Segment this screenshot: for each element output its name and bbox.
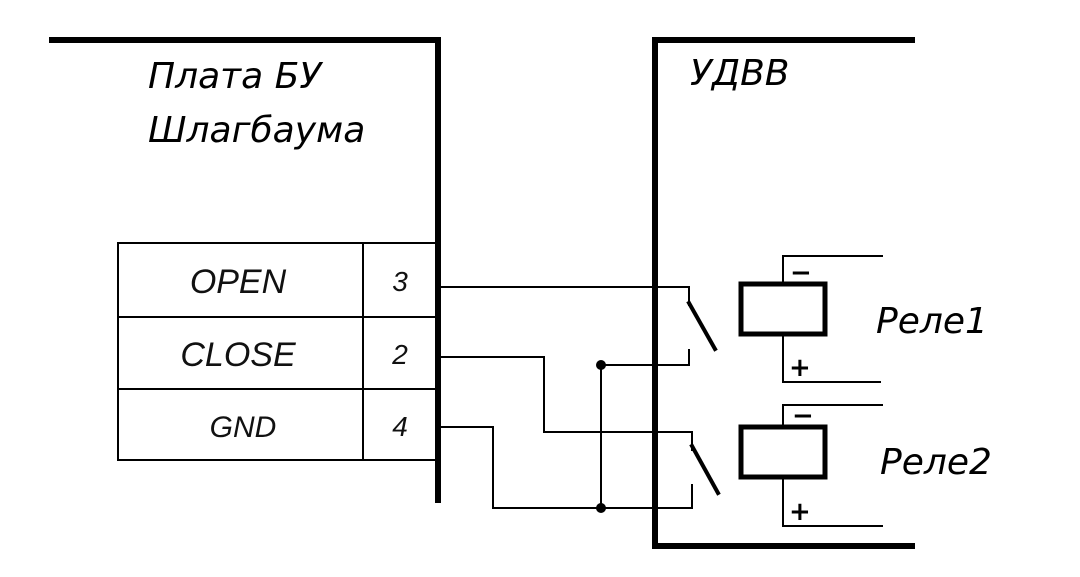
relay2-coil — [738, 424, 828, 480]
relay1-coil-minus-lead — [782, 255, 883, 285]
terminal-signal-gnd: GND — [210, 411, 277, 444]
wire-gnd — [440, 426, 693, 509]
terminal-signal-close: CLOSE — [180, 336, 296, 374]
relay1-coil-plus-lead — [782, 333, 881, 383]
relay2-coil-minus-lead — [782, 404, 883, 428]
left-block-title-line2: Шлагбаума — [148, 110, 365, 151]
junction-dot — [596, 360, 606, 370]
relay2-label: Реле2 — [880, 442, 992, 483]
right-block-title: УДВВ — [690, 53, 789, 94]
relay2-plus-sign: + — [789, 497, 811, 527]
wire-open — [440, 286, 690, 306]
wire-relay1-common — [600, 349, 690, 366]
terminal-pin-gnd: 4 — [392, 411, 408, 442]
relay2-minus-sign: − — [792, 401, 814, 431]
left-block-title-line1: Плата БУ — [148, 56, 323, 97]
relay1-switch-contact — [686, 300, 718, 352]
relay1-plus-sign: + — [789, 353, 811, 383]
terminal-table — [117, 242, 437, 461]
relay1-minus-sign: − — [790, 258, 812, 288]
relay2-coil-plus-lead — [782, 476, 883, 527]
junction-dot — [596, 503, 606, 513]
terminal-signal-open: OPEN — [190, 263, 287, 301]
relay1-coil — [738, 281, 828, 337]
relay1-label: Реле1 — [876, 301, 988, 342]
terminal-pin-close: 2 — [391, 339, 408, 370]
terminal-pin-open: 3 — [392, 266, 408, 297]
relay2-switch-contact — [689, 443, 721, 496]
wire-close — [440, 356, 693, 451]
